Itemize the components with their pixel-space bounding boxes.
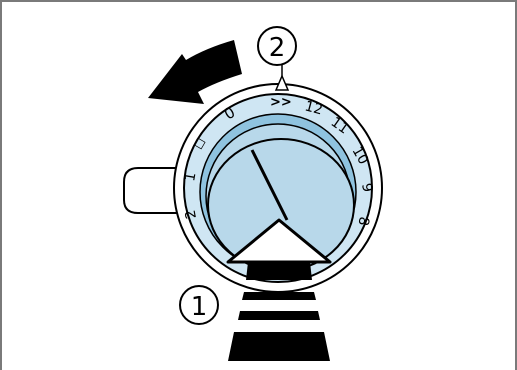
callout-2-label: 2 [269,33,286,63]
push-arrow-stripe [242,292,316,300]
scale-label-9: 9 [358,182,375,194]
scale-label-12: 12 [303,98,324,118]
boost-symbol: >> [270,95,292,110]
scale-label-10: 10 [349,144,372,167]
push-arrow-stripe [238,311,320,320]
indicator-mark [274,74,290,91]
callout-2-circle [257,26,297,66]
push-arrow-stripe [246,262,312,280]
scale-label-2: 2 [183,209,200,221]
push-arrow-stripe [228,332,330,361]
scale-label-1: 1 [182,171,199,183]
callout-1-circle [179,285,219,325]
scale-label-8: 8 [355,215,372,227]
callout-1-label: 1 [191,292,208,322]
rotate-arrow [148,40,242,104]
dial-pointer [250,149,289,221]
